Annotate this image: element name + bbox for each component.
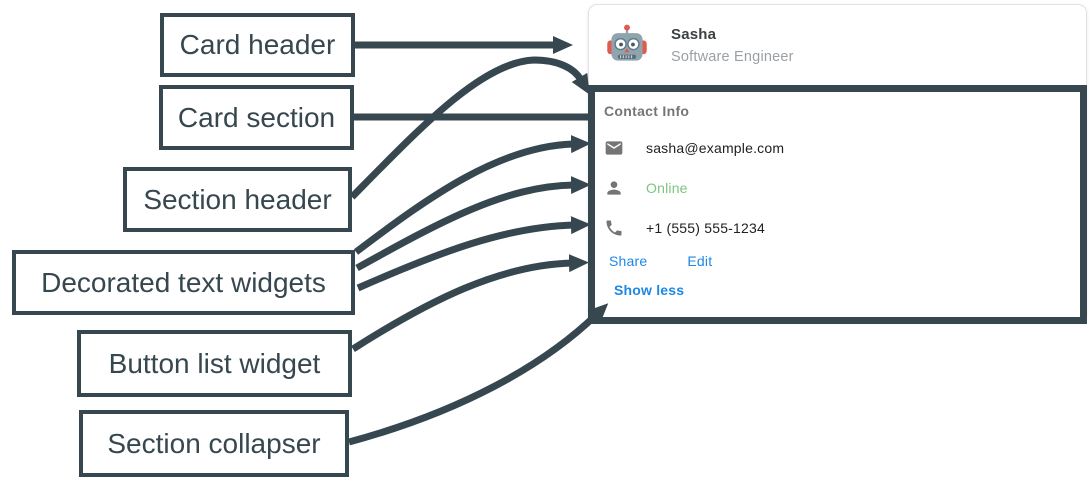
callout-label: Section collapser — [107, 427, 321, 459]
arrow-email-row — [353, 135, 591, 255]
card-header: Sasha Software Engineer — [589, 5, 1086, 85]
phone-text: +1 (555) 555-1234 — [646, 220, 765, 236]
callout-decorated-text-widgets: Decorated text widgets — [12, 250, 355, 315]
decorated-text-rows: sasha@example.com Online +1 (555) 555-12… — [604, 128, 784, 248]
phone-icon — [604, 218, 624, 238]
mail-icon — [604, 138, 624, 158]
phone-row: +1 (555) 555-1234 — [604, 208, 784, 248]
callout-card-header: Card header — [160, 13, 355, 77]
arrow-section-collapser — [348, 303, 609, 446]
contact-card: Sasha Software Engineer Contact Info sas… — [588, 4, 1087, 324]
callout-card-section: Card section — [159, 85, 354, 150]
arrow-button-list — [351, 254, 589, 352]
person-name: Sasha — [671, 25, 717, 43]
callout-button-list-widget: Button list widget — [77, 330, 352, 397]
status-text: Online — [646, 180, 688, 196]
button-list-widget: Share Edit — [609, 253, 712, 269]
callout-section-collapser: Section collapser — [79, 410, 349, 477]
section-collapser-button[interactable]: Show less — [614, 282, 685, 298]
card-header-text: Sasha Software Engineer — [671, 26, 794, 65]
callout-label: Card section — [177, 101, 336, 133]
card-section: Contact Info sasha@example.com Online — [588, 85, 1087, 324]
share-button[interactable]: Share — [609, 253, 648, 269]
arrow-status-row — [355, 176, 591, 272]
edit-button[interactable]: Edit — [687, 253, 713, 269]
callout-label: Decorated text widgets — [41, 266, 326, 298]
email-text: sasha@example.com — [646, 140, 785, 156]
person-icon — [604, 178, 624, 198]
callout-label: Card header — [179, 29, 336, 60]
status-row: Online — [604, 168, 784, 208]
person-subtitle: Software Engineer — [671, 48, 794, 65]
section-header-title: Contact Info — [604, 103, 690, 119]
arrow-section-header — [349, 56, 590, 200]
email-row: sasha@example.com — [604, 128, 784, 168]
callout-label: Section header — [143, 183, 332, 215]
arrow-phone-row — [356, 216, 591, 292]
robot-avatar-icon — [607, 24, 647, 61]
callout-section-header: Section header — [123, 167, 352, 232]
callout-label: Button list widget — [108, 347, 321, 379]
